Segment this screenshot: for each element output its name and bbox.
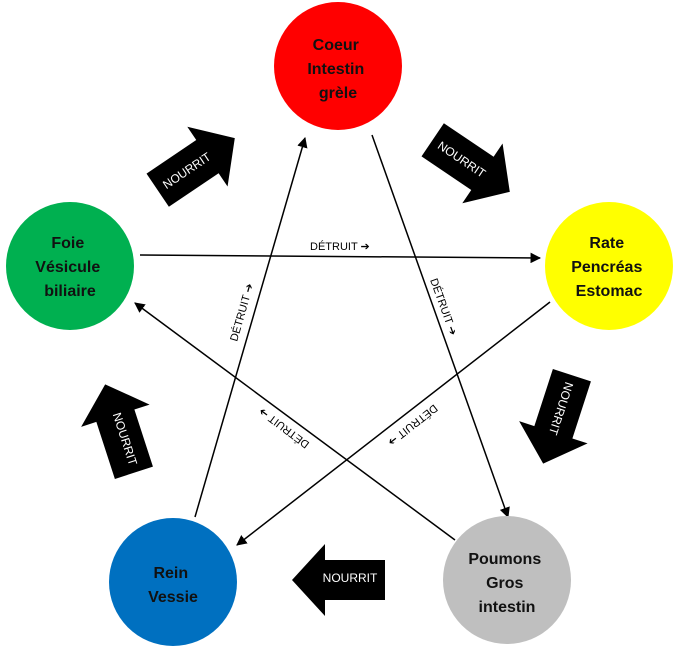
node-poumons: Poumons Gros intestin	[443, 516, 571, 644]
svg-text:Foie Vésicule bili: Foie Vésicule biliaire	[35, 235, 104, 300]
nourrit-arrow-foie-coeur: NOURRIT	[146, 126, 235, 207]
node-foie-circle	[6, 202, 134, 330]
node-coeur-line-2: Intestin	[307, 61, 364, 78]
node-foie-line-1: Foie	[51, 235, 84, 252]
detruit-label-rein-coeur: DÉTRUIT ➔	[227, 282, 256, 343]
node-foie: Foie Vésicule biliaire	[6, 202, 134, 330]
node-coeur-line-1: Coeur	[313, 37, 359, 54]
node-rein-circle	[109, 518, 237, 646]
node-rate-line-3: Estomac	[576, 283, 643, 300]
node-rate-line-1: Rate	[589, 235, 624, 252]
node-rein-line-2: Vessie	[148, 589, 198, 606]
node-coeur-line-3: grèle	[319, 85, 357, 102]
detruit-line-poumons-foie	[134, 302, 456, 541]
detruit-line-coeur-poumons	[371, 134, 510, 518]
node-rein-line-1: Rein	[153, 565, 188, 582]
detruit-line-rein-coeur	[194, 136, 308, 518]
nourrit-arrow-poumons-rein: NOURRIT	[292, 544, 385, 616]
node-rein: Rein Vessie	[109, 518, 237, 646]
detruit-line-foie-rate	[139, 252, 542, 264]
nourrit-arrow-rate-poumons: NOURRIT	[519, 369, 591, 464]
detruit-label-coeur-poumons: DÉTRUIT ➔	[427, 277, 460, 338]
node-rate: Rate Pencréas Estomac	[545, 202, 673, 330]
svg-text:Poumons Gros intes: Poumons Gros intestin	[468, 551, 545, 616]
node-poumons-circle	[443, 516, 571, 644]
detruit-label-foie-rate: DÉTRUIT ➔	[310, 240, 370, 253]
node-poumons-line-3: intestin	[479, 599, 536, 616]
node-rate-line-2: Pencréas	[571, 259, 642, 276]
svg-text:Rate Pencréas Esto: Rate Pencréas Estomac	[571, 235, 647, 300]
node-foie-line-3: biliaire	[44, 283, 96, 300]
node-rate-circle	[545, 202, 673, 330]
nourrit-arrow-rein-foie: NOURRIT	[81, 384, 153, 479]
node-foie-line-2: Vésicule	[35, 259, 100, 276]
svg-text:Coeur Intestin grè: Coeur Intestin grèle	[307, 37, 368, 102]
node-coeur-circle	[274, 2, 402, 130]
nourrit-arrow-coeur-rate: NOURRIT	[421, 123, 510, 204]
node-coeur: Coeur Intestin grèle	[274, 2, 402, 130]
node-poumons-line-1: Poumons	[468, 551, 541, 568]
svg-text:Rein Vessie: Rein Vessie	[148, 565, 198, 606]
detruit-line-rate-rein	[236, 301, 551, 546]
node-poumons-line-2: Gros	[486, 575, 523, 592]
svg-text:NOURRIT: NOURRIT	[323, 571, 378, 585]
